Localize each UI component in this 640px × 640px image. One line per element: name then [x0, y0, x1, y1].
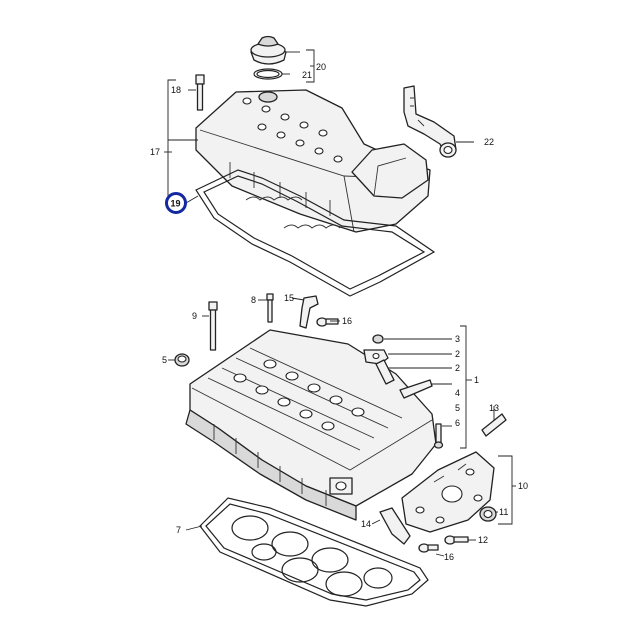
- callout-5: 5: [162, 355, 167, 365]
- coolant-hose: [399, 379, 433, 399]
- sealing-plug: [174, 353, 190, 367]
- head-bolt: [208, 301, 218, 351]
- callout-19: 19: [171, 199, 181, 209]
- callout-9: 9: [192, 311, 197, 321]
- callout-2-upper: 2: [455, 349, 460, 359]
- cylinder-head: [185, 329, 437, 521]
- callout-5-right: 5: [455, 403, 460, 413]
- leader-lines-top: [164, 49, 474, 204]
- lower-bracket: [379, 507, 411, 545]
- callout-15: 15: [284, 293, 294, 303]
- callout-21: 21: [302, 70, 312, 80]
- callout-1: 1: [474, 375, 479, 385]
- oil-filler-cap: [250, 35, 287, 65]
- coolant-pipe: [375, 359, 395, 385]
- callout-13: 13: [489, 403, 499, 413]
- leader-lines-lower: [168, 297, 516, 557]
- callout-16-lower: 16: [444, 552, 454, 562]
- cover-bolt: [195, 74, 205, 111]
- head-gasket: [199, 497, 429, 607]
- dowel-pin: [481, 413, 507, 437]
- oil-seal: [479, 506, 497, 522]
- callout-8: 8: [251, 295, 256, 305]
- callout-17: 17: [150, 147, 160, 157]
- cover-bolt-lower: [444, 535, 469, 545]
- callout-7: 7: [176, 525, 181, 535]
- valve-cover-gasket: [195, 169, 436, 297]
- callout-11: 11: [499, 507, 508, 517]
- callout-22: 22: [484, 137, 494, 147]
- bracket: [299, 295, 319, 329]
- highlighted-callout-19[interactable]: 19: [165, 192, 187, 214]
- callout-2-lower: 2: [455, 363, 460, 373]
- callout-3: 3: [455, 334, 460, 344]
- breather-hose: [403, 85, 457, 158]
- callout-14: 14: [361, 519, 371, 529]
- callout-10: 10: [518, 481, 528, 491]
- lower-bracket-bolt: [418, 543, 439, 553]
- callout-20: 20: [316, 62, 326, 72]
- bracket-bolt: [316, 317, 339, 327]
- sensor-pin: [433, 423, 444, 449]
- callout-12: 12: [478, 535, 488, 545]
- callout-18: 18: [171, 85, 181, 95]
- callout-16-upper: 16: [342, 316, 352, 326]
- filler-cap-o-ring: [253, 68, 283, 80]
- callout-6: 6: [455, 418, 460, 428]
- fitting-cap: [372, 334, 384, 344]
- end-cover: [401, 451, 495, 533]
- valve-cover: [195, 89, 431, 233]
- callout-4: 4: [455, 388, 460, 398]
- stud-bolt: [266, 293, 274, 323]
